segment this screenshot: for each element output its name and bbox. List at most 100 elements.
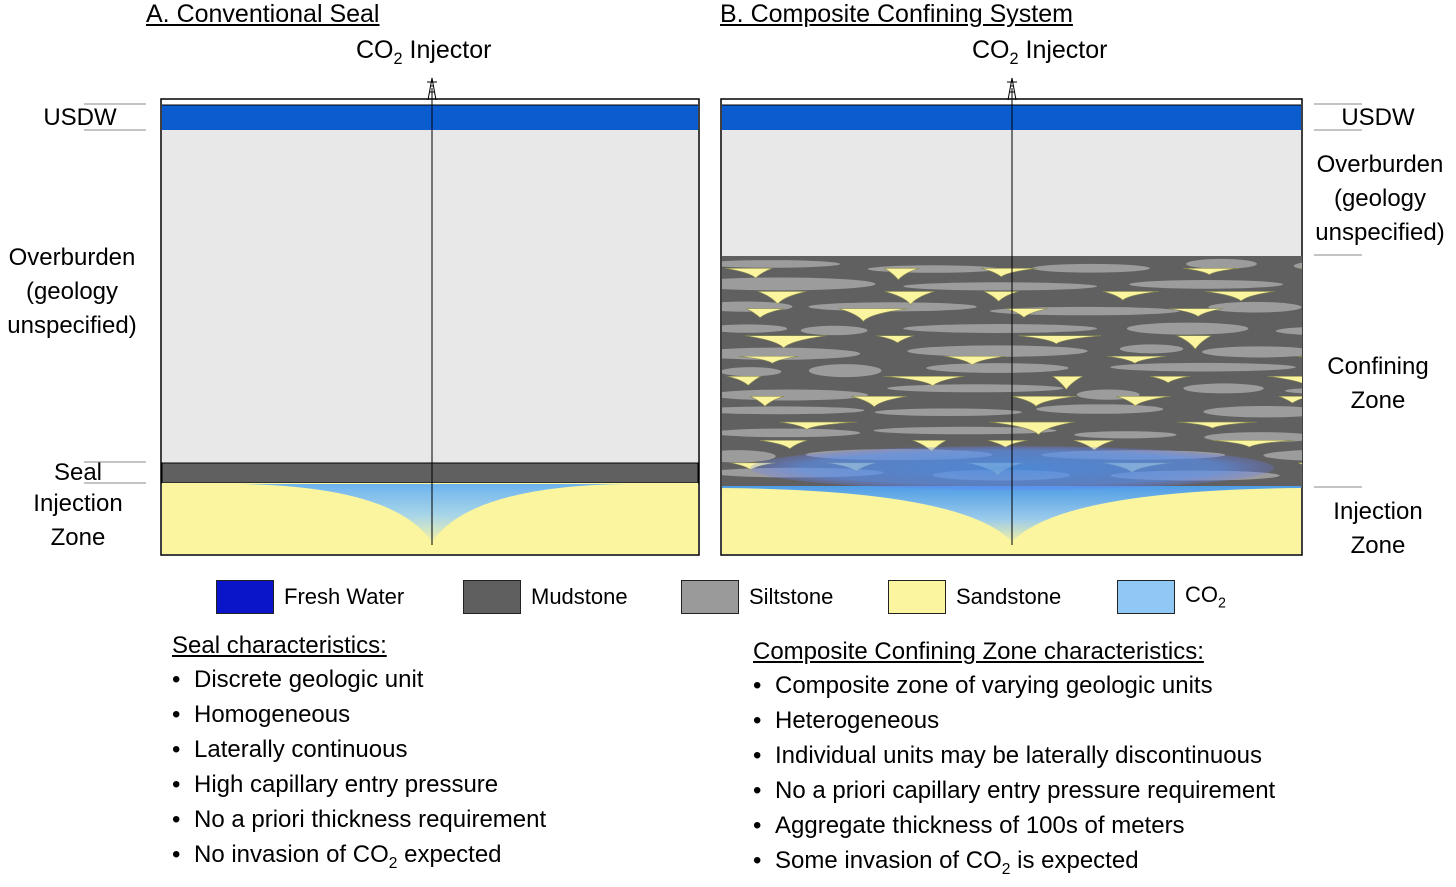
sandstone-lens [1150, 376, 1190, 384]
sandstone-lens [1107, 355, 1167, 364]
siltstone-lens [1201, 346, 1302, 358]
siltstone-lens [926, 363, 1069, 373]
siltstone-lens [1263, 450, 1302, 461]
panel-a-overburden-label: Overburden (geology unspecified) [0, 241, 144, 343]
siltstone-lens [1183, 383, 1264, 394]
list-item: No a priori thickness requirement [172, 802, 546, 837]
sandstone-lens [779, 421, 858, 430]
list-item: Heterogeneous [753, 703, 1275, 738]
legend-item-siltstone: Siltstone [681, 579, 833, 615]
siltstone-lens [800, 325, 868, 336]
panel-b-title: B. Composite Confining System [720, 0, 1073, 28]
sandstone-lens [838, 308, 908, 322]
sandstone-lens [883, 376, 965, 387]
siltstone-lens [722, 428, 861, 438]
list-item: Homogeneous [172, 697, 546, 732]
list-item: No invasion of CO2 expected [172, 837, 546, 881]
list-item-sub: 2 [1001, 860, 1011, 878]
siltstone-lens [722, 277, 876, 291]
siltstone-lens [1074, 431, 1177, 439]
seal-layer [161, 462, 699, 484]
label-line: Confining [1327, 353, 1429, 380]
siltstone-lens [1036, 404, 1164, 414]
sandstone-lens [1299, 268, 1302, 269]
siltstone-lens [873, 426, 1057, 435]
sandstone-lens [1205, 291, 1275, 302]
siltstone-lens [722, 450, 776, 463]
sandstone-lens [1212, 440, 1294, 448]
sandstone-lens [883, 268, 920, 281]
siltstone-lens [1186, 258, 1257, 269]
siltstone-lens [1032, 263, 1150, 273]
legend-label: Mudstone [531, 584, 628, 609]
composite-characteristics: Composite Confining Zone characteristics… [753, 638, 1275, 887]
panel-b-injection-zone-label: Injection Zone [1318, 495, 1438, 563]
siltstone-lens [1204, 432, 1302, 443]
label-line: unspecified) [1315, 219, 1445, 246]
sandstone-lens [1116, 396, 1171, 407]
panel-b-tick-lines [1314, 103, 1362, 488]
label-line: Injection [33, 490, 123, 517]
legend-item-mudstone: Mudstone [463, 579, 628, 615]
panel-a-seal-label: Seal [53, 459, 103, 486]
wellhead-icon [1007, 77, 1017, 101]
sandstone-lens [980, 268, 1038, 278]
siltstone-lens [722, 324, 788, 333]
label-line: (geology [25, 278, 119, 305]
panel-b-usdw-label: USDW [1341, 104, 1415, 131]
injector-label-prefix: CO [356, 36, 394, 64]
label-line: (geology [1333, 185, 1427, 212]
panel-a-tick-lines [84, 103, 146, 484]
legend-label-text: CO [1185, 582, 1218, 608]
list-item: Laterally continuous [172, 732, 546, 767]
siltstone-lens [903, 324, 1098, 333]
sandstone-lens [1267, 376, 1302, 384]
sandstone-lens [876, 335, 914, 344]
siltstone-lens [887, 384, 1064, 393]
panel-b-confining-zone-label: Confining Zone [1318, 350, 1438, 418]
sandstone-lens [850, 396, 908, 408]
injector-label-suffix: Injector [1018, 36, 1108, 64]
list-item: Discrete geologic unit [172, 662, 546, 697]
siltstone-lens [722, 389, 868, 401]
sandstone-lens [725, 268, 773, 279]
sandstone-lens [749, 396, 785, 407]
sandstone-lens [1051, 376, 1083, 390]
siltstone-lens [874, 408, 1022, 416]
label-line: Zone [50, 524, 106, 551]
seal-characteristics-list: Discrete geologic unit Homogeneous Later… [172, 662, 546, 881]
siltstone-lens [1119, 344, 1184, 354]
sandstone-lens [744, 335, 827, 349]
siltstone-lens [1129, 280, 1284, 289]
siltstone-lens [1275, 327, 1302, 335]
sandstone-lens [1177, 421, 1257, 429]
injector-label-prefix: CO [972, 36, 1010, 64]
seal-characteristics: Seal characteristics: Discrete geologic … [172, 632, 546, 881]
sandstone-lens [746, 308, 785, 319]
sandstone-lens [759, 440, 808, 450]
list-item-text: Some invasion of CO [775, 847, 1002, 874]
sandstone-lens [727, 376, 762, 386]
sandstone-lens [944, 355, 1007, 366]
siltstone-lens [722, 367, 782, 377]
siltstone-lens [1208, 301, 1302, 313]
panel-b-overburden-label: Overburden (geology unspecified) [1308, 148, 1452, 250]
label-line: unspecified) [7, 312, 137, 339]
legend-swatch [1117, 580, 1175, 614]
panel-a-usdw-label: USDW [43, 104, 117, 131]
list-item-sub: 2 [388, 854, 398, 872]
sandstone-lens [1297, 355, 1302, 358]
composite-characteristics-list: Composite zone of varying geologic units… [753, 668, 1275, 887]
label-line: Zone [1350, 387, 1406, 414]
legend-item-fresh-water: Fresh Water [216, 579, 404, 615]
list-item: Composite zone of varying geologic units [753, 668, 1275, 703]
usdw-layer [162, 105, 698, 130]
legend-swatch [216, 580, 274, 614]
siltstone-lens [907, 345, 1088, 357]
legend-item-co2: CO2 [1117, 579, 1226, 615]
sandstone-lens [1168, 308, 1224, 317]
label-line: Injection [1333, 498, 1423, 525]
list-item: Some invasion of CO2 is expected [753, 843, 1275, 887]
wellhead-icon [427, 77, 437, 101]
